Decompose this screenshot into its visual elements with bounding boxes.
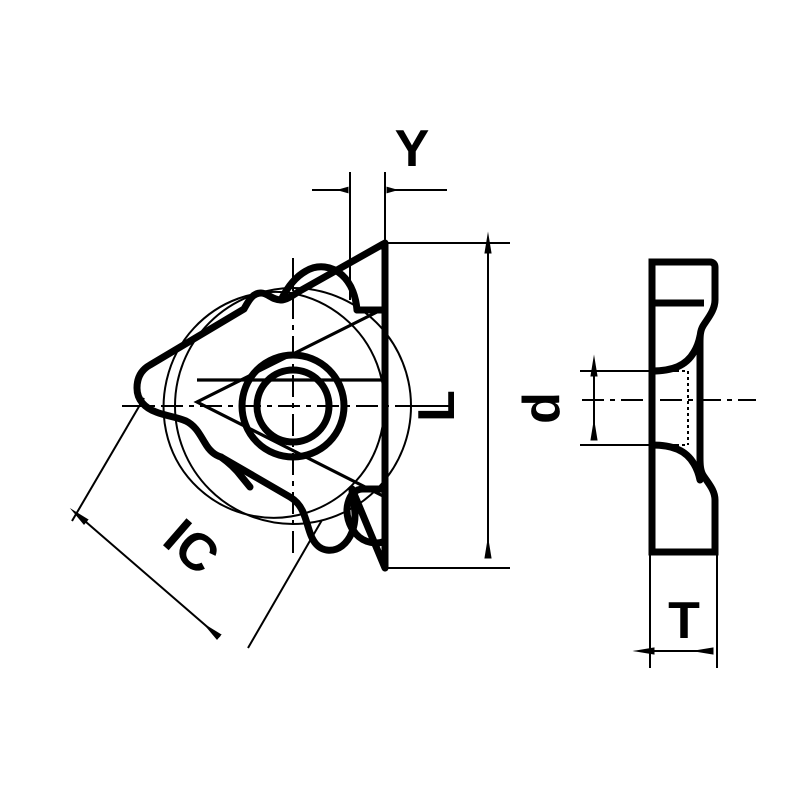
dimension-label-l: L [408,390,466,422]
clearance-face-arc [162,291,386,519]
front-view-group: Y L IC [69,120,510,649]
thread-tooth-upper [277,263,361,314]
countersink-flare-upper [648,332,704,375]
thread-tooth-lower [343,485,389,547]
dimension-label-ic: IC [153,508,230,586]
ic-extension-line-lower [247,519,323,649]
countersink-flare-lower [648,441,704,484]
side-view-group: d T [513,258,756,668]
clamping-hole-countersink [238,351,348,461]
seating-face-triangle [193,305,387,500]
dimension-label-y: Y [395,120,430,178]
dimension-label-d: d [513,392,571,424]
clamping-hole-bore [253,366,333,446]
ic-dimension-line [69,507,222,641]
ic-extension-line-upper [71,397,145,522]
tooth-notch-lower-left [217,453,254,491]
dimension-label-t: T [668,592,700,650]
